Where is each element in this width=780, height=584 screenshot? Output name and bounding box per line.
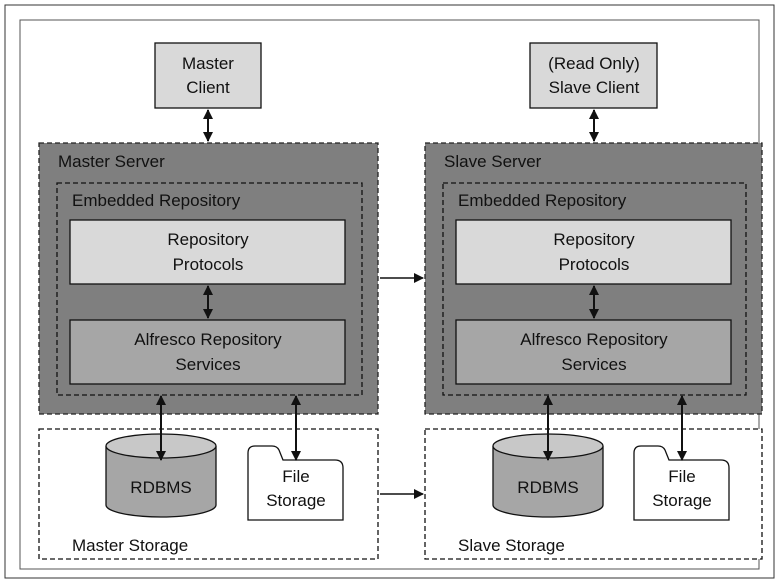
master-client-box [154,42,262,109]
master-client-label-line1: Master [182,54,234,73]
master-protocols-box [69,219,346,285]
slave-embedded-repository [442,182,747,396]
slave-protocols-line1: Repository [553,230,635,249]
slave-services-line2: Services [561,355,626,374]
slave-client-label-line1: (Read Only) [548,54,640,73]
slave-db-label: RDBMS [517,478,578,497]
master-db-label: RDBMS [130,478,191,497]
master-repository-label: Embedded Repository [72,191,241,210]
master-file-storage-line1: File [282,467,309,486]
slave-protocols-line2: Protocols [559,255,630,274]
master-services-line2: Services [175,355,240,374]
slave-services-box [455,319,732,385]
master-file-storage-icon [247,445,344,521]
master-embedded-repository [56,182,363,396]
master-protocols-line2: Protocols [173,255,244,274]
master-protocols-line1: Repository [167,230,249,249]
slave-client-box [529,42,658,109]
slave-client-label-line2: Slave Client [549,78,640,97]
slave-services-line1: Alfresco Repository [520,330,668,349]
master-storage-label: Master Storage [72,536,188,555]
slave-protocols-box [455,219,732,285]
slave-repository-label: Embedded Repository [458,191,627,210]
master-file-storage-line2: Storage [266,491,326,510]
slave-file-storage-line2: Storage [652,491,712,510]
slave-server-label: Slave Server [444,152,542,171]
slave-file-storage-line1: File [668,467,695,486]
master-server-label: Master Server [58,152,165,171]
slave-storage-label: Slave Storage [458,536,565,555]
master-services-box [69,319,346,385]
master-services-line1: Alfresco Repository [134,330,282,349]
master-side: Master Client Master Server Embedded Rep… [38,42,379,560]
slave-side: (Read Only) Slave Client Slave Server Em… [424,42,763,560]
master-client-label-line2: Client [186,78,230,97]
slave-file-storage-icon [633,445,730,521]
